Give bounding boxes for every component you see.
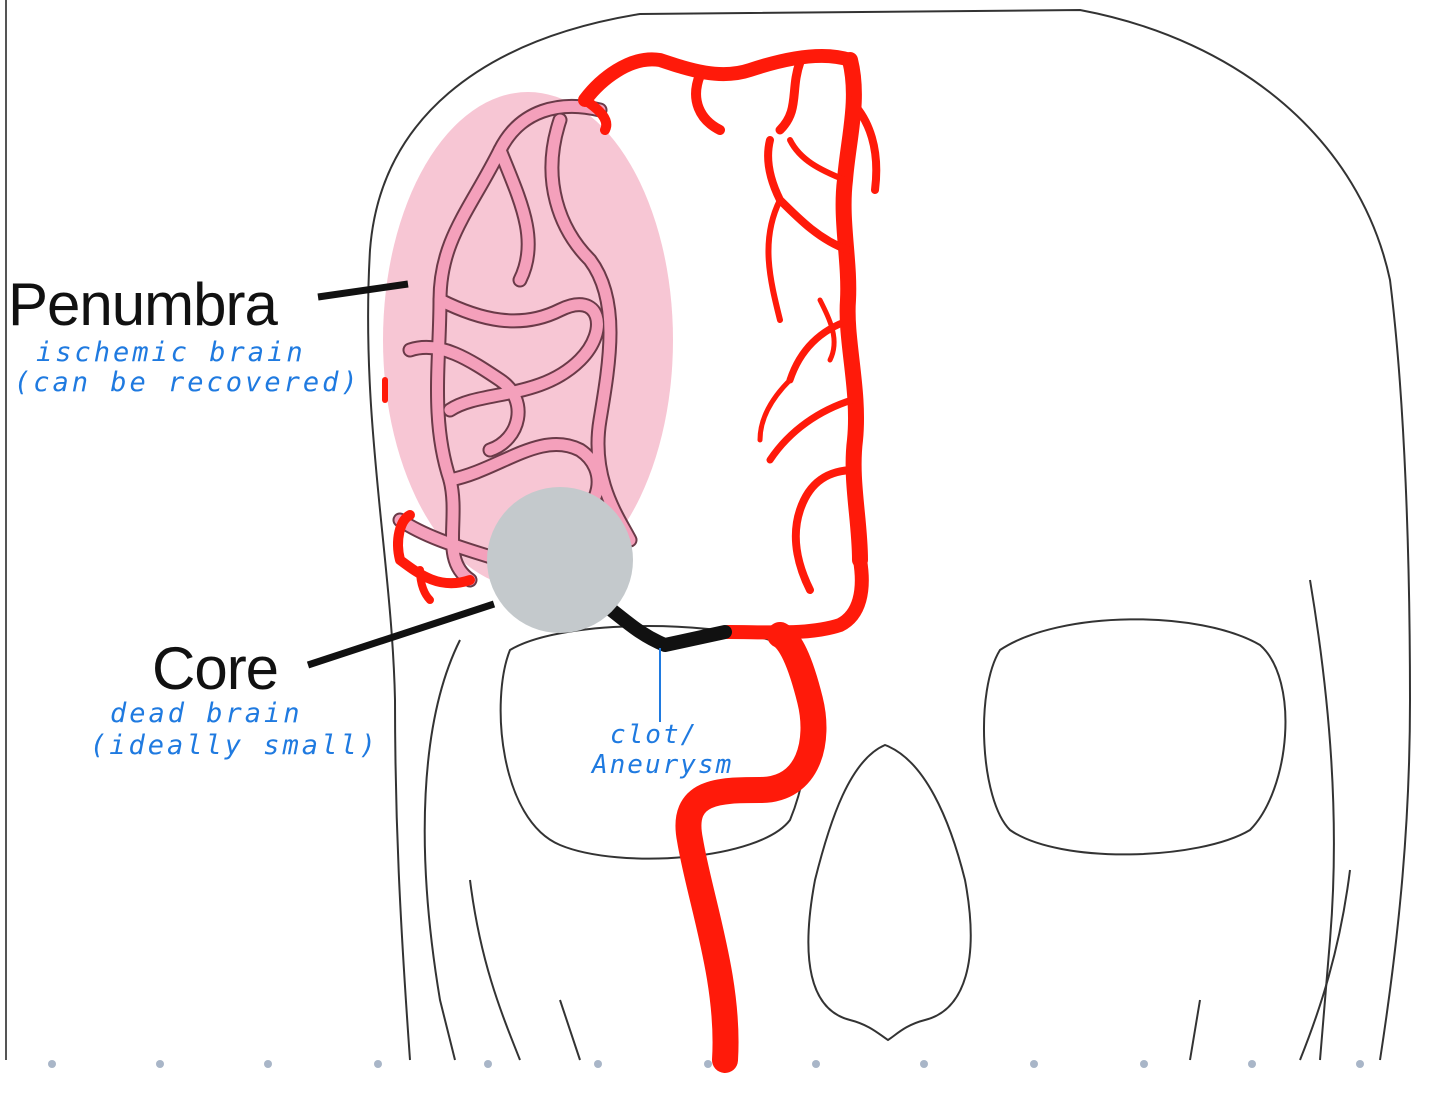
core-label: Core [152,634,278,703]
core-leader-line [308,604,494,665]
nasal-cavity [808,745,970,1040]
core-note-line1: dead brain [110,698,303,729]
core-note-line2: (ideally small) [90,730,379,761]
right-orbit [984,619,1285,854]
core-region [487,487,633,633]
penumbra-note-line1: ischemic brain [36,337,306,368]
penumbra-note-line2: (can be recovered) [14,367,361,398]
bottom-dot-guide [48,1060,1364,1068]
carotid-artery [688,635,813,1060]
clot-note-line2: Aneurysm [592,750,733,780]
clot-note-line1: clot/ [610,720,698,750]
penumbra-label: Penumbra [8,270,277,339]
clot-segment [605,605,725,645]
